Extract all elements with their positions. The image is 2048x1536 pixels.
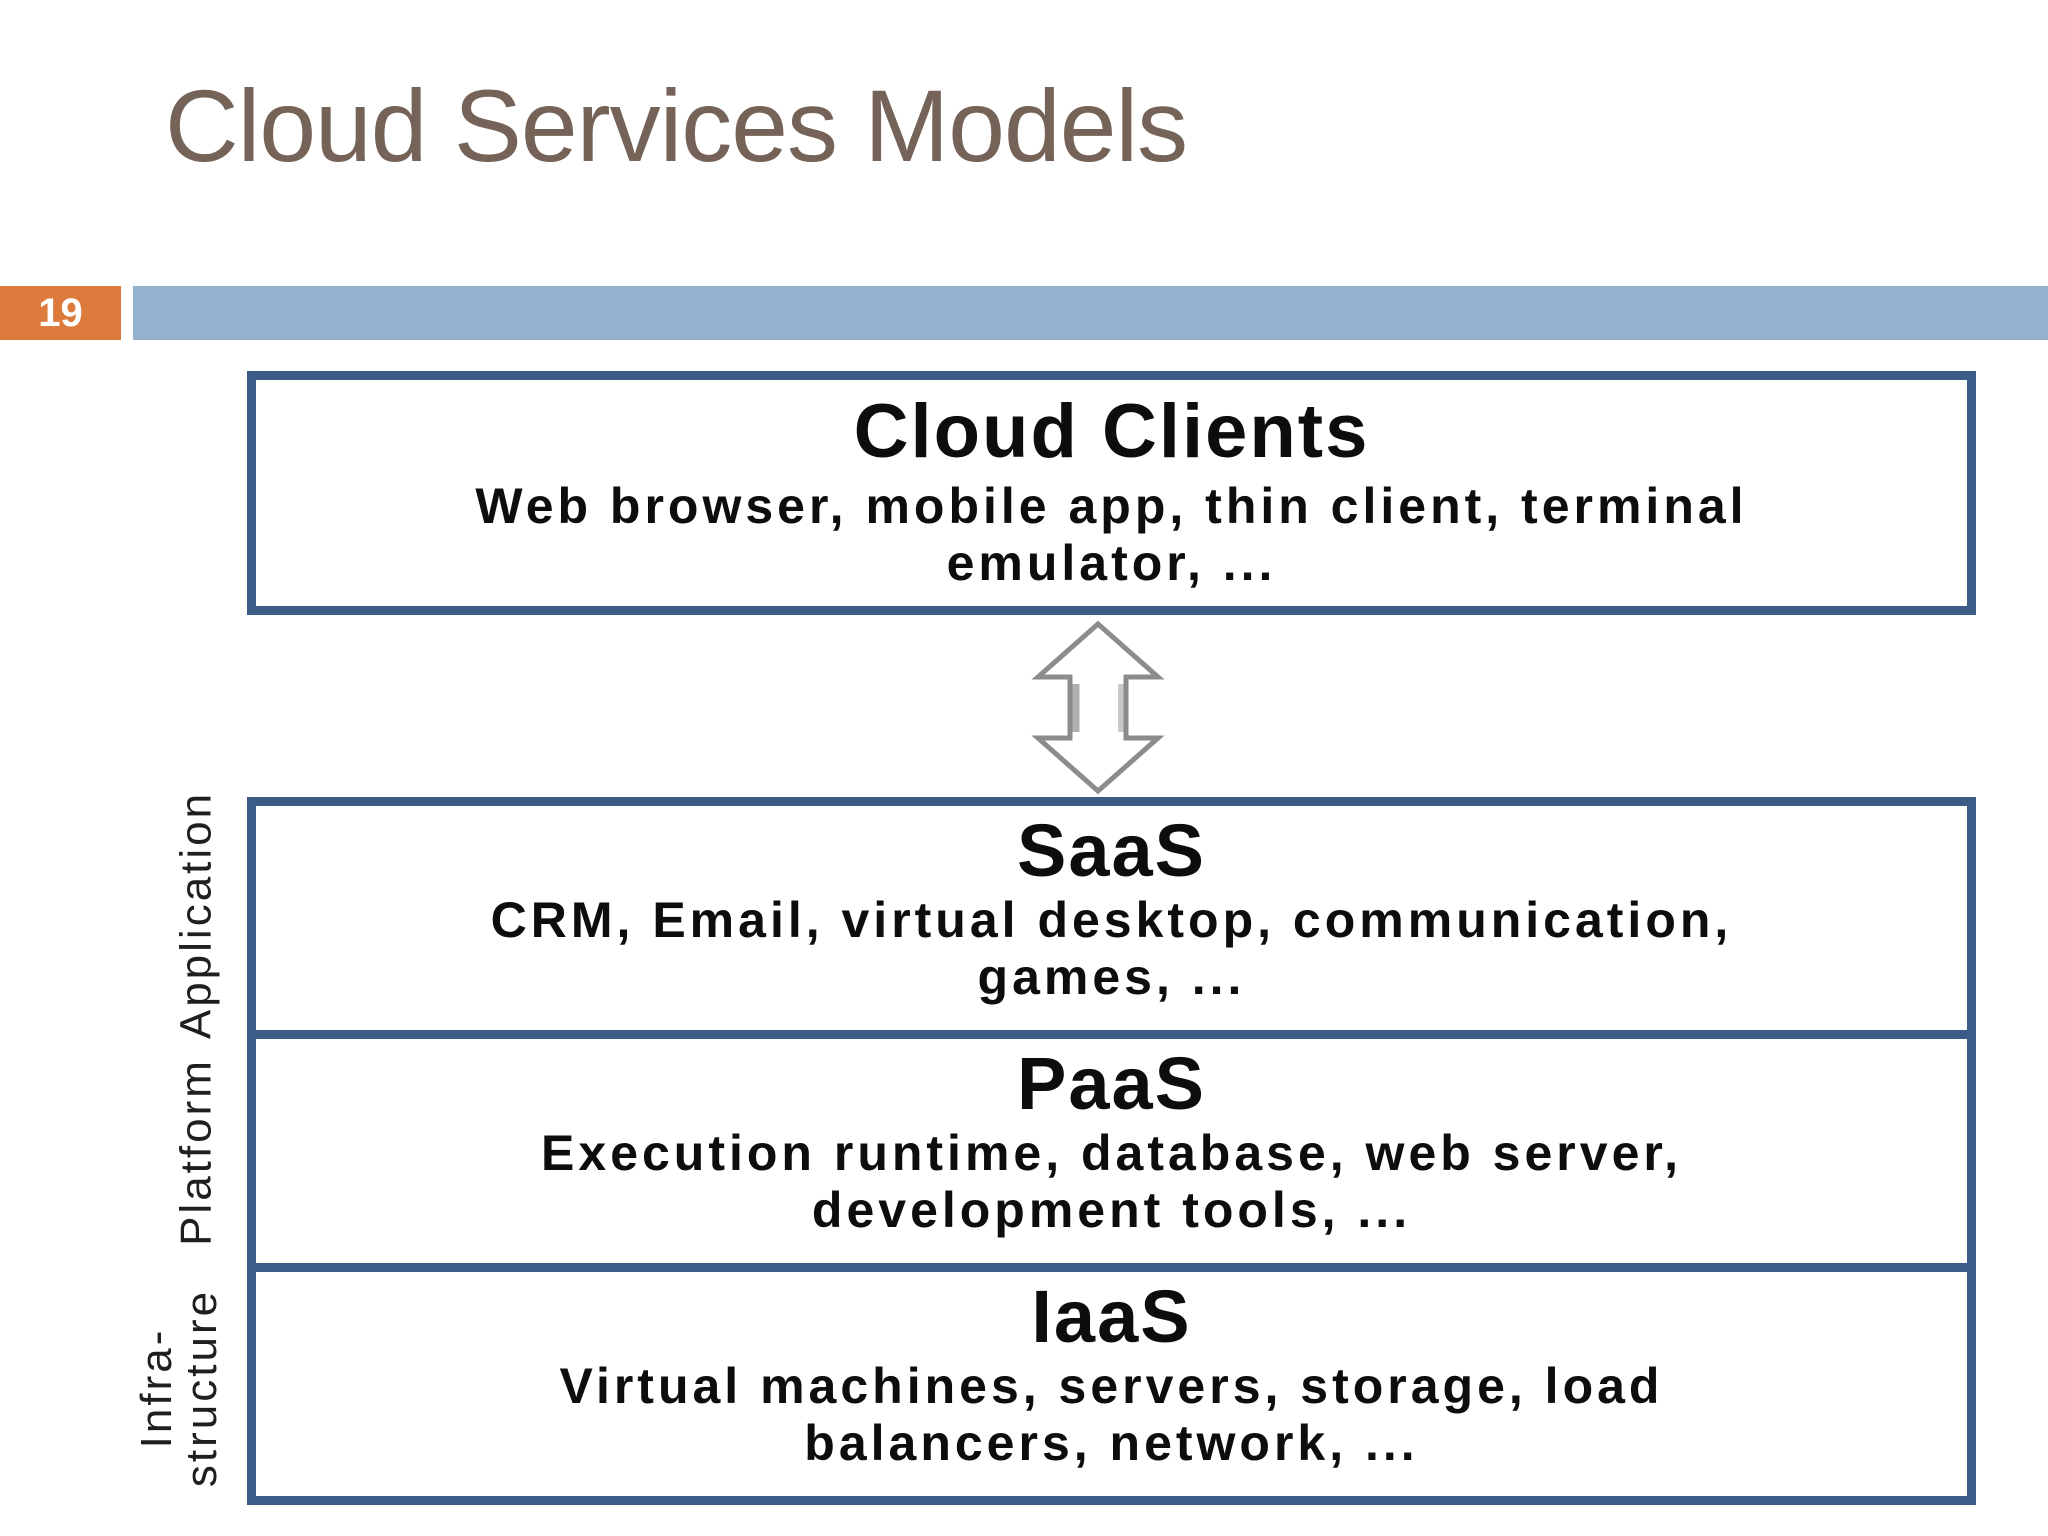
layer-paas-description: Execution runtime, database, web server,… [541, 1124, 1682, 1239]
up-down-arrow-icon [1031, 620, 1165, 795]
arrow-outline [1031, 620, 1165, 795]
side-label-platform: Platform [171, 1058, 221, 1246]
cloud-clients-box: Cloud Clients Web browser, mobile app, t… [247, 371, 1976, 615]
layer-iaas-description: Virtual machines, servers, storage, load… [559, 1357, 1664, 1472]
cloud-clients-description: Web browser, mobile app, thin client, te… [475, 477, 1748, 592]
layer-iaas: IaaS Virtual machines, servers, storage,… [256, 1263, 1967, 1496]
slide-number: 19 [38, 290, 83, 335]
layer-saas-title: SaaS [1016, 809, 1207, 892]
layer-saas-description: CRM, Email, virtual desktop, communicati… [490, 891, 1733, 1006]
side-label-application: Application [171, 790, 221, 1040]
cloud-clients-title: Cloud Clients [853, 389, 1370, 474]
slide-title: Cloud Services Models [165, 69, 1188, 183]
layer-paas-title: PaaS [1016, 1042, 1207, 1125]
accent-bar [133, 286, 2048, 340]
side-label-infrastructure: Infra- structure [132, 1288, 226, 1488]
layer-saas: SaaS CRM, Email, virtual desktop, commun… [256, 806, 1967, 1030]
layer-iaas-title: IaaS [1031, 1275, 1192, 1358]
slide-number-badge: 19 [0, 286, 121, 340]
layer-paas: PaaS Execution runtime, database, web se… [256, 1030, 1967, 1263]
service-layers-stack: SaaS CRM, Email, virtual desktop, commun… [247, 797, 1976, 1505]
